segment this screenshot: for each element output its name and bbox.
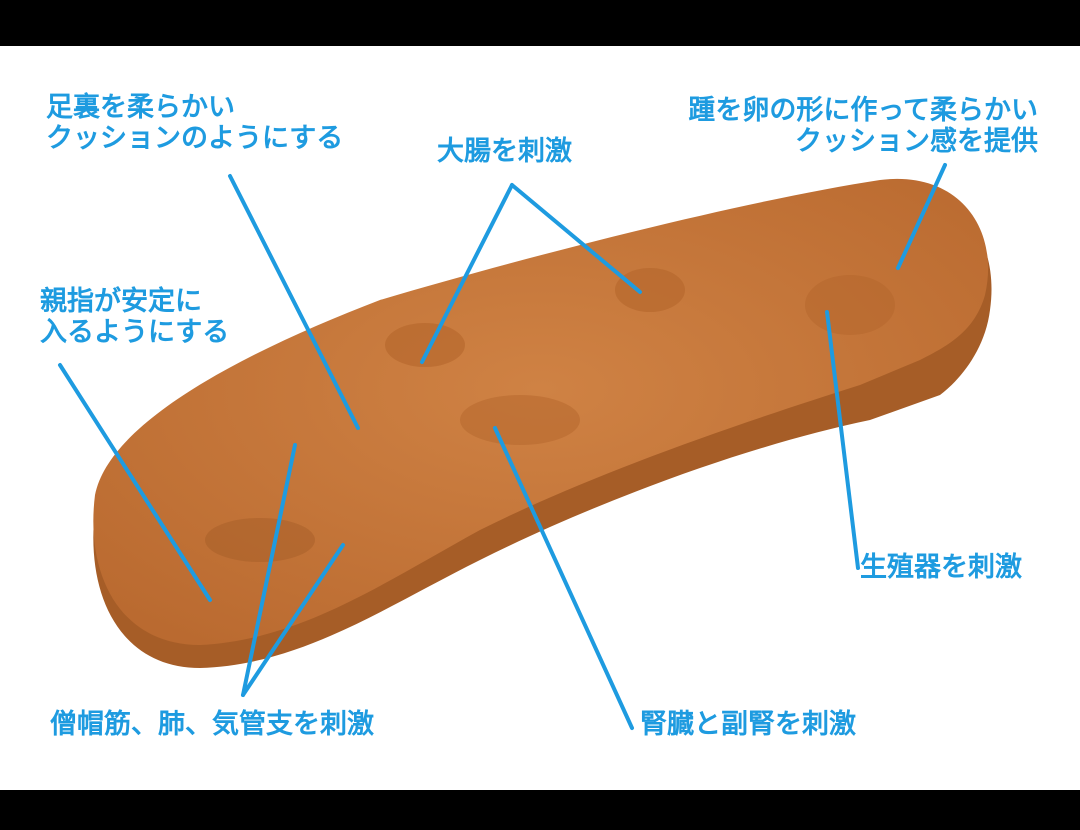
- label-soft-sole: 足裏を柔らかい クッションのようにする: [46, 92, 343, 154]
- pointer-line-intestine-1: [420, 183, 514, 364]
- label-line: 親指が安定に: [40, 286, 202, 317]
- pad-arch: [460, 395, 580, 445]
- label-line: 足裏を柔らかい: [46, 92, 235, 123]
- label-line: クッションのようにする: [46, 123, 344, 154]
- pointer-line-trapezius-2: [241, 543, 345, 697]
- top-letterbox-bar: [0, 0, 1080, 46]
- label-trapezius-lungs: 僧帽筋、肺、気管支を刺激: [50, 709, 374, 740]
- pointer-line-big-toe: [58, 363, 212, 602]
- pad-intestine-1: [385, 323, 465, 367]
- label-large-intestine: 大腸を刺激: [437, 136, 572, 167]
- pointer-line-trapezius-1: [241, 443, 297, 697]
- pointer-line-heel: [896, 163, 947, 270]
- pad-heel: [805, 275, 895, 335]
- pointer-line-kidney: [493, 426, 634, 730]
- pointer-line-soft-sole: [228, 174, 360, 430]
- pointer-line-reproductive: [825, 310, 860, 570]
- label-reproductive: 生殖器を刺激: [860, 552, 1022, 583]
- pad-toe: [205, 518, 315, 562]
- label-heel: 踵を卵の形に作って柔らかい クッション感を提供: [688, 95, 1038, 157]
- label-line: 入るようにする: [40, 317, 230, 348]
- label-line: 踵を卵の形に作って柔らかい: [688, 95, 1038, 126]
- pad-intestine-2: [615, 268, 685, 312]
- label-kidney: 腎臓と副腎を刺激: [640, 709, 856, 740]
- label-line: クッション感を提供: [795, 126, 1038, 157]
- label-big-toe: 親指が安定に 入るようにする: [40, 286, 229, 348]
- pointer-line-intestine-2: [510, 183, 642, 294]
- bottom-letterbox-bar: [0, 790, 1080, 830]
